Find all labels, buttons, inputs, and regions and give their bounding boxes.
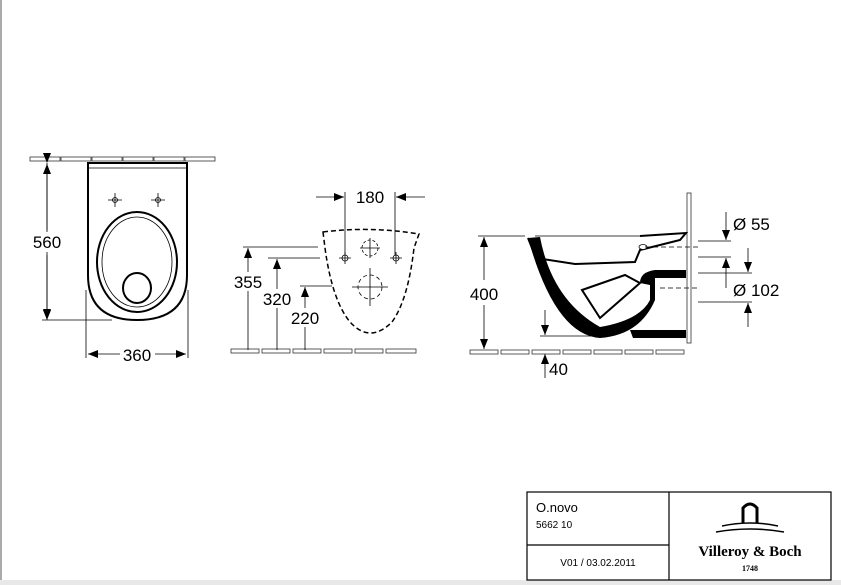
height-220-label: 220 [291,309,319,328]
seat-inner [101,216,173,308]
brand-logo-icon [715,502,785,533]
bowl-opening [122,272,152,304]
height-355-label: 355 [234,273,262,292]
height-560-label: 560 [33,233,61,252]
wall-strip [29,156,216,162]
bowl-body [528,237,686,338]
width-360-label: 360 [123,346,151,365]
trap [580,273,642,320]
floor-strip [230,348,417,354]
bottom-bar [0,580,841,585]
height-400-label: 400 [470,285,498,304]
inlet-diameter-label: Ø 55 [733,215,770,234]
side-view: 400 40 Ø 55 Ø 102 [469,192,779,379]
title-block: O.novo 5662 10 V01 / 03.02.2011 Villeroy… [526,491,832,581]
fixing-point-icon [108,193,122,207]
mounting-hole-icon [360,238,380,258]
product-name: O.novo [536,500,578,515]
outlet-diameter-label: Ø 102 [733,281,779,300]
fixing-point-icon [151,193,165,207]
seat-outer [96,211,178,313]
rear-outline [322,228,421,334]
brand-name: Villeroy & Boch [698,544,802,560]
outlet-hole-icon [352,268,388,306]
front-view: 560 360 [28,153,216,365]
floor-strip [469,349,685,355]
article-number: 5662 10 [536,520,573,531]
bowl-outline [87,162,188,322]
height-320-label: 320 [263,290,291,309]
mounting-hole-icon [390,252,402,264]
wall [686,192,692,344]
rear-view: 180 355 320 220 [229,188,425,354]
brand-year: 1748 [742,564,758,573]
spacing-180-label: 180 [356,188,384,207]
version-date: V01 / 03.02.2011 [560,558,636,569]
floor-gap-40-label: 40 [549,360,568,379]
